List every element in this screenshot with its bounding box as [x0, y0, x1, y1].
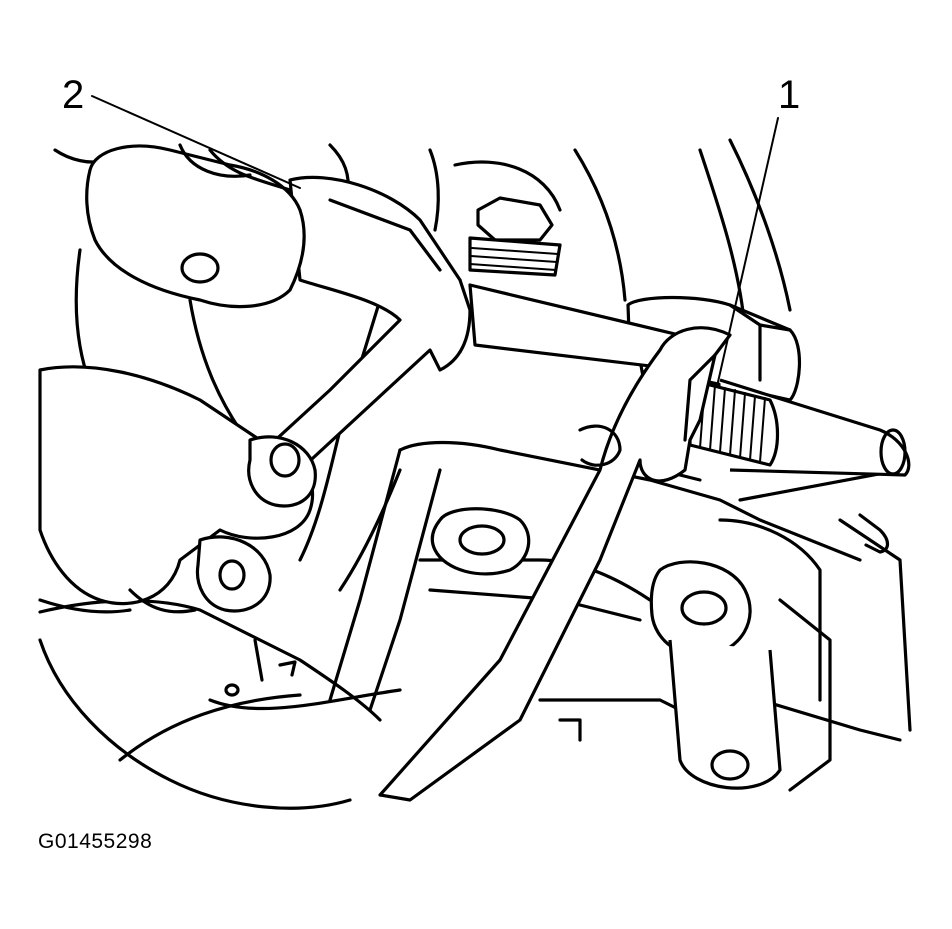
bracket-bolt-boss-upper — [430, 507, 531, 576]
lower-hand — [38, 365, 317, 614]
figure-id: G01455298 — [38, 830, 153, 853]
open-end-wrench — [378, 326, 732, 802]
callout-1-leader — [717, 117, 779, 383]
threaded-guide-pin — [688, 378, 780, 467]
housing-details — [224, 424, 622, 697]
callout-2-leader — [91, 95, 301, 189]
callout-2-label: 2 — [62, 73, 84, 117]
callout-1-label: 1 — [778, 73, 800, 117]
caliper-bracket — [328, 440, 912, 792]
upper-hand — [85, 143, 306, 309]
guide-bolt-hex — [468, 196, 562, 277]
bracket-bolt-boss-lower — [649, 560, 782, 790]
box-end-wrench — [208, 175, 472, 522]
